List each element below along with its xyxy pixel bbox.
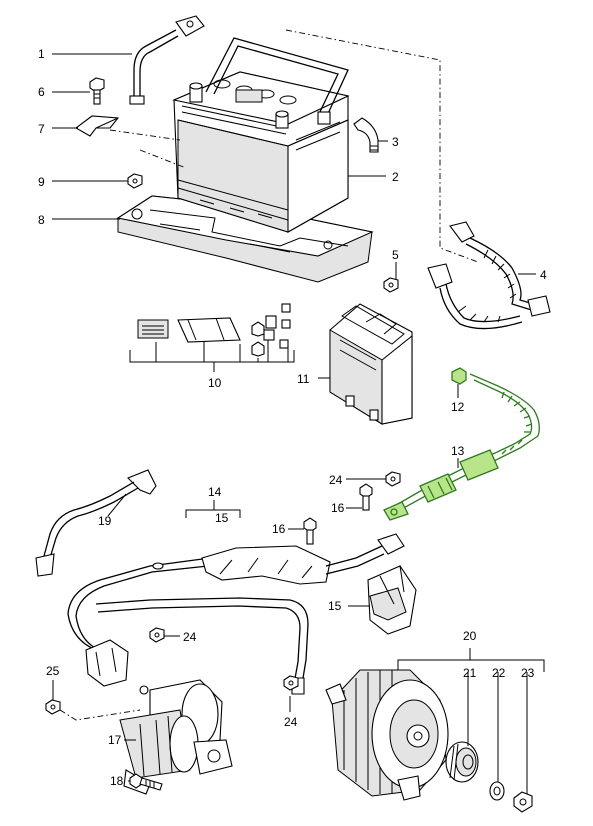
nut-23: [513, 791, 533, 813]
hold-down-clamp: [75, 115, 120, 137]
cable-harness: [427, 221, 551, 330]
nut-5: [383, 277, 399, 293]
alternator: [325, 669, 449, 801]
terminal-elbow: [353, 117, 379, 153]
highlighted-ground-cable: [383, 367, 540, 521]
callout-4: 4: [540, 268, 547, 282]
callout-20: 20: [463, 629, 477, 643]
pulley-21: [445, 741, 479, 783]
kit-parts-10: [137, 303, 291, 357]
bolt-18: [129, 773, 163, 791]
callout-14: 14: [208, 485, 222, 499]
callout-24-top: 24: [329, 473, 343, 487]
nut-24-mid: [149, 627, 165, 643]
starter-cable-19: [35, 469, 157, 577]
bolt-16-left: [303, 517, 317, 545]
callout-15-top: 15: [215, 511, 229, 525]
callout-5: 5: [392, 248, 399, 262]
callout-11: 11: [297, 372, 310, 386]
nut-24-top: [385, 471, 401, 487]
callout-22: 22: [492, 666, 506, 680]
callout-16-right: 16: [331, 501, 345, 515]
ground-strap-cable: [129, 15, 205, 105]
bolt: [89, 77, 105, 105]
bracket-10: [129, 340, 295, 372]
callout-25: 25: [46, 664, 60, 678]
callout-15-bottom: 15: [328, 599, 342, 613]
main-harness: [67, 533, 405, 695]
callout-10: 10: [208, 376, 222, 390]
nut: [127, 173, 143, 189]
starter-motor: [119, 679, 233, 795]
leader-lines: [52, 53, 545, 794]
bolt-16-right: [359, 483, 373, 511]
callout-12: 12: [451, 400, 465, 414]
callout-19: 19: [98, 514, 112, 528]
callout-3: 3: [392, 135, 399, 149]
nut-25: [45, 699, 61, 715]
callout-21: 21: [463, 666, 477, 680]
callout-17: 17: [108, 733, 122, 747]
cover-15: [367, 565, 417, 635]
callout-24-mid: 24: [183, 630, 197, 644]
callout-1: 1: [38, 47, 45, 61]
callout-7: 7: [38, 122, 45, 136]
callout-24-low: 24: [284, 715, 298, 729]
callout-18: 18: [110, 774, 124, 788]
callout-labels: 1 2 3 4 5 6 7 8 9 10 11 12 13 14 15 15 1…: [38, 47, 547, 788]
callout-13: 13: [451, 444, 465, 458]
washer-22: [489, 781, 505, 801]
control-unit: [329, 303, 413, 425]
callout-9: 9: [38, 175, 45, 189]
callout-6: 6: [38, 85, 45, 99]
battery: [172, 37, 350, 233]
callout-16-left: 16: [272, 522, 286, 536]
callout-8: 8: [38, 213, 45, 227]
callout-2: 2: [392, 170, 399, 184]
callout-23: 23: [521, 666, 535, 680]
nut-24-low: [283, 675, 299, 691]
